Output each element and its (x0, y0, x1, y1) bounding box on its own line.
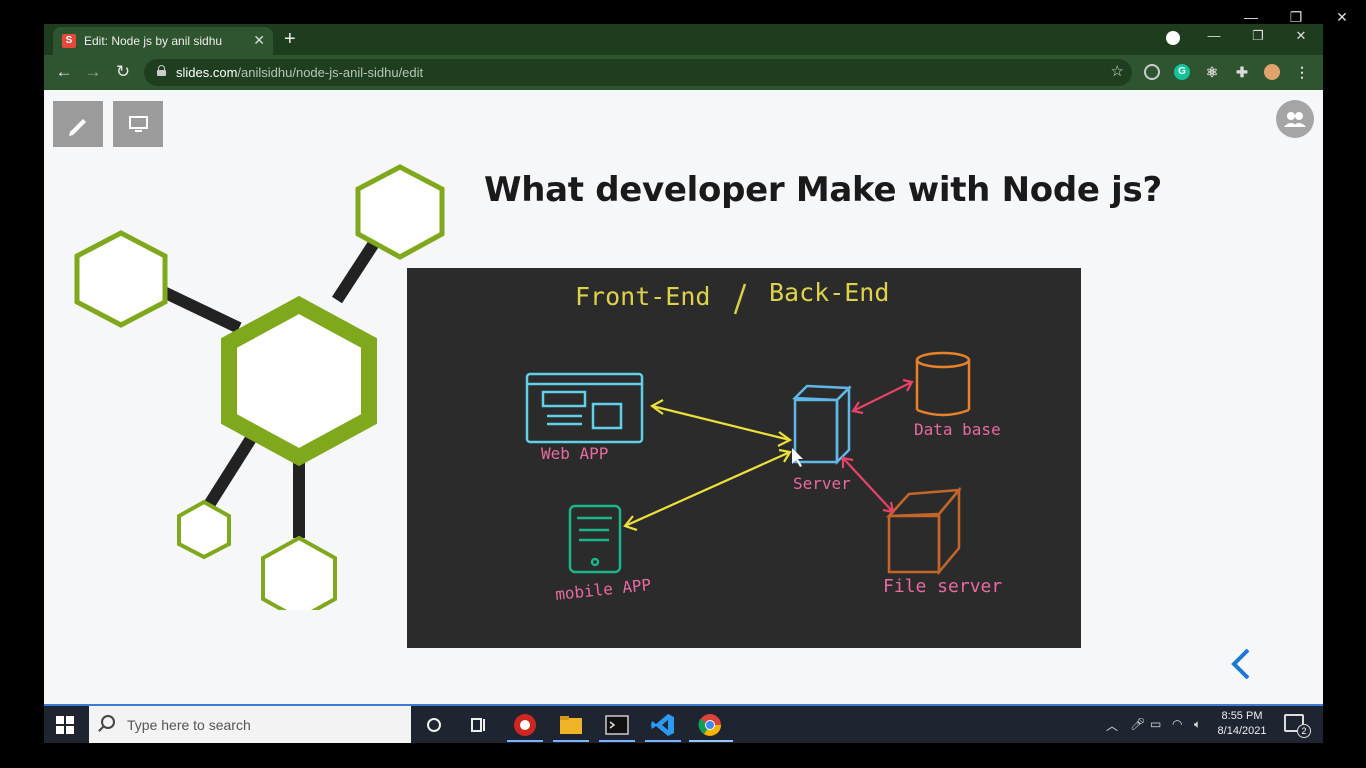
database-icon (915, 351, 971, 417)
edit-pencil-button[interactable] (53, 101, 103, 147)
active-indicator (599, 740, 635, 742)
slide-title[interactable]: What developer Make with Node js? (484, 170, 1162, 210)
microphone-icon[interactable]: 🎤︎ (1130, 717, 1146, 731)
minimize-icon[interactable]: — (1207, 28, 1221, 43)
hexagon-network-illustration (74, 164, 445, 610)
tab-title: Edit: Node js by anil sidhu (84, 34, 223, 48)
profile-avatar[interactable] (1264, 64, 1280, 80)
action-center-icon[interactable]: 2 (1284, 714, 1311, 738)
screen-recorder-icon[interactable] (512, 712, 538, 738)
mouse-cursor-icon (792, 448, 803, 467)
terminal-icon[interactable] (604, 712, 630, 738)
clock-date: 8/14/2021 (1217, 725, 1267, 737)
extension-record-icon[interactable] (1144, 64, 1160, 80)
slides-editor-page: What developer Make with Node js? (44, 90, 1323, 704)
close-window-icon[interactable]: ✕ (1295, 28, 1307, 43)
backend-arrows (841, 378, 914, 514)
grammarly-icon[interactable]: G (1174, 64, 1190, 80)
server-label: Server (793, 474, 851, 493)
system-clock[interactable]: 8:55 PM 8/14/2021 (1212, 709, 1272, 739)
back-end-heading: Back-End (769, 278, 890, 307)
architecture-diagram: Front-End Back-End Web APP mobile APP Se… (407, 268, 1081, 648)
search-placeholder: Type here to search (127, 717, 251, 733)
server-icon (792, 384, 852, 466)
file-server-icon (886, 486, 962, 576)
forward-icon[interactable]: → (84, 62, 102, 81)
react-devtools-icon[interactable]: ⚛ (1205, 64, 1219, 80)
tab-strip: S Edit: Node js by anil sidhu ✕ + — ❐ ✕ (44, 24, 1323, 55)
outer-minimize-icon[interactable]: — (1244, 9, 1258, 25)
active-indicator (689, 740, 733, 742)
previous-slide-chevron-icon[interactable] (1226, 644, 1256, 684)
active-indicator (553, 740, 589, 742)
menu-kebab-icon[interactable]: ⋮ (1295, 64, 1309, 80)
file-server-label: File server (883, 576, 1003, 597)
present-button[interactable] (113, 101, 163, 147)
database-label: Data base (914, 420, 1001, 439)
battery-icon[interactable]: ▭ (1150, 717, 1162, 731)
client-server-arrows (623, 399, 793, 532)
lock-icon (157, 65, 166, 76)
tab-search-icon[interactable] (1166, 31, 1180, 45)
taskbar-search-box[interactable]: Type here to search (89, 706, 411, 743)
collaborators-button[interactable] (1276, 100, 1314, 138)
web-app-icon (525, 372, 644, 444)
task-view-icon[interactable] (465, 712, 491, 738)
clock-time: 8:55 PM (1221, 710, 1263, 722)
web-app-label: Web APP (541, 444, 609, 463)
notification-count-badge: 2 (1297, 724, 1311, 738)
tab-close-icon[interactable]: ✕ (253, 32, 265, 48)
wifi-icon[interactable]: ◠ (1172, 717, 1183, 731)
new-tab-button[interactable]: + (284, 28, 296, 50)
outer-close-icon[interactable]: ✕ (1336, 9, 1348, 25)
mobile-app-icon (568, 504, 622, 574)
vscode-icon[interactable] (650, 712, 676, 738)
url-text: slides.com/anilsidhu/node-js-anil-sidhu/… (176, 65, 424, 80)
pencil-icon (69, 119, 86, 136)
windows-taskbar: Type here to search ︿ 🎤︎ ▭ ◠ 🔈︎ 8:55 PM … (44, 704, 1323, 743)
file-explorer-icon[interactable] (558, 712, 584, 738)
tab-active[interactable]: S Edit: Node js by anil sidhu ✕ (53, 27, 273, 55)
browser-window: S Edit: Node js by anil sidhu ✕ + — ❐ ✕ … (44, 24, 1323, 743)
chrome-icon[interactable] (697, 712, 723, 738)
monitor-icon (129, 116, 148, 132)
back-icon[interactable]: ← (55, 62, 73, 81)
address-bar[interactable]: slides.com/anilsidhu/node-js-anil-sidhu/… (144, 59, 1132, 86)
front-end-heading: Front-End (575, 282, 711, 311)
cortana-icon[interactable] (421, 712, 447, 738)
users-icon (1284, 112, 1306, 127)
volume-icon[interactable]: 🔈︎ (1194, 717, 1202, 731)
diagram-drawing (525, 283, 971, 576)
extensions-puzzle-icon[interactable]: ✚ (1236, 64, 1248, 80)
browser-toolbar: ← → ↻ slides.com/anilsidhu/node-js-anil-… (44, 55, 1323, 90)
active-indicator (645, 740, 681, 742)
windows-start-icon[interactable] (56, 716, 74, 734)
tray-chevron-up-icon[interactable]: ︿ (1106, 719, 1119, 733)
maximize-icon[interactable]: ❐ (1252, 28, 1264, 43)
search-icon (101, 715, 115, 729)
outer-restore-icon[interactable]: ❐ (1289, 9, 1303, 25)
active-indicator (507, 740, 543, 742)
slides-favicon-icon: S (62, 34, 76, 48)
bookmark-star-icon[interactable]: ☆ (1110, 63, 1124, 80)
reload-icon[interactable]: ↻ (115, 62, 131, 81)
